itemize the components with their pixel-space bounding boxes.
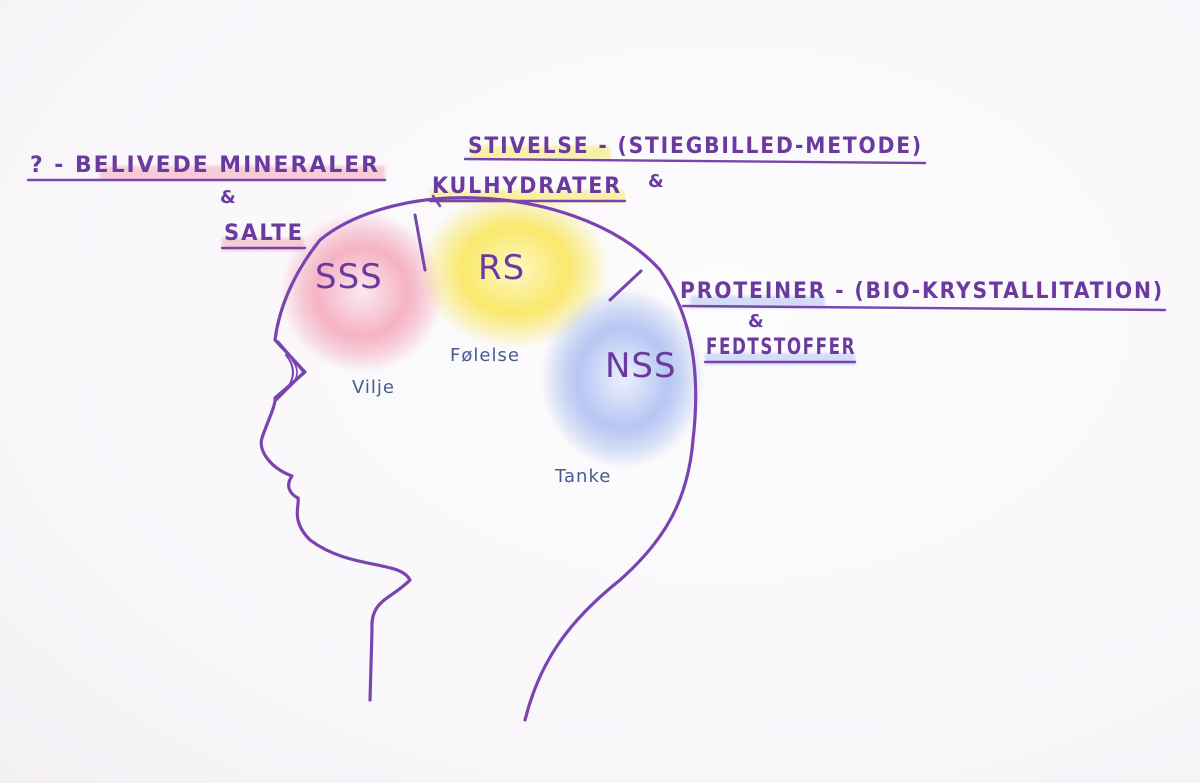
note-salte-line: SALTE <box>224 221 304 246</box>
note-fedtstoffer-line: FEDTSTOFFER <box>706 335 856 360</box>
region-labels: SSS RS NSS Vilje Følelse Tanke <box>315 248 677 487</box>
right-note: PROTEINER - (BIO-KRYSTALLITATION) & FEDT… <box>680 279 1164 360</box>
note-minerals-amp: & <box>220 187 238 208</box>
note-minerals-line: ? - BELIVEDE MINERALER <box>30 153 380 178</box>
divider-rs-nss <box>608 269 643 302</box>
highlight-minerals <box>100 166 385 180</box>
divider-sss-rs <box>413 213 427 272</box>
folelse-caption: Følelse <box>450 345 520 366</box>
left-note: ? - BELIVEDE MINERALER & SALTE <box>30 153 380 246</box>
tanke-caption: Tanke <box>554 466 611 487</box>
note-proteiner-line: PROTEINER - (BIO-KRYSTALLITATION) <box>680 279 1164 304</box>
note-kulhydrater-amp: & <box>648 171 666 192</box>
sss-region <box>280 212 444 372</box>
colored-regions <box>280 192 705 468</box>
nss-region <box>541 288 705 468</box>
head-profile-line <box>259 196 698 722</box>
underline-proteiner <box>681 304 1167 312</box>
highlight-proteiner <box>690 296 825 308</box>
eye-outline <box>274 340 306 402</box>
sss-label: SSS <box>315 257 383 297</box>
top-note: STIVELSE - (STIEGBILLED-METODE) KULHYDRA… <box>432 134 923 199</box>
rs-region <box>420 192 610 348</box>
note-stivelse-line: STIVELSE - (STIEGBILLED-METODE) <box>468 134 923 159</box>
eye-iris <box>285 354 294 391</box>
note-kulhydrater-line: KULHYDRATER <box>432 174 622 199</box>
nss-label: NSS <box>605 346 677 386</box>
head-outline <box>259 194 698 722</box>
rs-label: RS <box>478 248 525 288</box>
note-underlines <box>26 157 1167 364</box>
eye-inner <box>291 359 298 386</box>
underline-stivelse <box>463 157 927 165</box>
note-proteiner-amp: & <box>748 311 766 332</box>
highlight-stivelse <box>470 146 610 159</box>
vilje-caption: Vilje <box>352 377 395 398</box>
